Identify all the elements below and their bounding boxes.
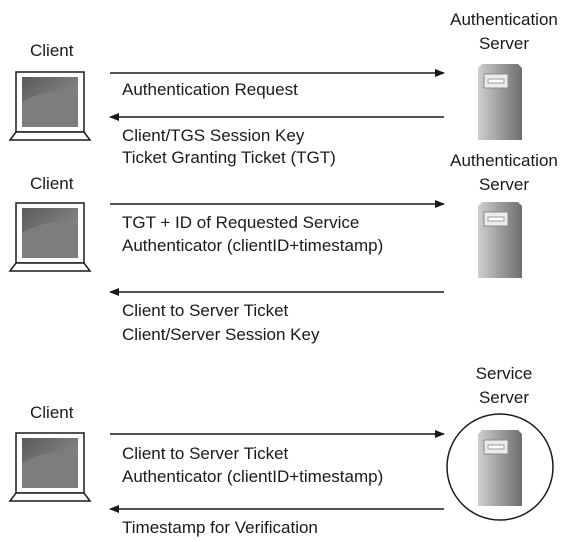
message-text: Client/Server Session Key xyxy=(122,325,320,344)
message-text: TGT + ID of Requested Service xyxy=(122,213,360,232)
laptop-icon xyxy=(8,432,92,502)
message-text: Client to Server Ticket xyxy=(122,301,289,320)
client-label: Client xyxy=(30,174,74,193)
message-text: Ticket Granting Ticket (TGT) xyxy=(122,148,336,167)
server-icon xyxy=(478,430,522,506)
server-label: Authentication xyxy=(450,10,558,29)
server-label: Authentication xyxy=(450,151,558,170)
message-text: Authentication Request xyxy=(122,80,298,99)
message-text: Authenticator (clientID+timestamp) xyxy=(122,236,384,255)
client-label: Client xyxy=(30,403,74,422)
server-icon xyxy=(478,64,522,140)
message-text: Timestamp for Verification xyxy=(122,518,318,537)
server-icon xyxy=(478,202,522,278)
message-text: Client/TGS Session Key xyxy=(122,126,305,145)
message-text: Client to Server Ticket xyxy=(122,444,289,463)
laptop-icon xyxy=(8,71,92,141)
server-label: Service xyxy=(475,364,533,383)
client-label: Client xyxy=(30,41,74,60)
server-label: Server xyxy=(478,388,530,407)
laptop-icon xyxy=(8,202,92,272)
server-label: Server xyxy=(478,34,530,53)
server-label: Server xyxy=(478,175,530,194)
message-text: Authenticator (clientID+timestamp) xyxy=(122,467,384,486)
